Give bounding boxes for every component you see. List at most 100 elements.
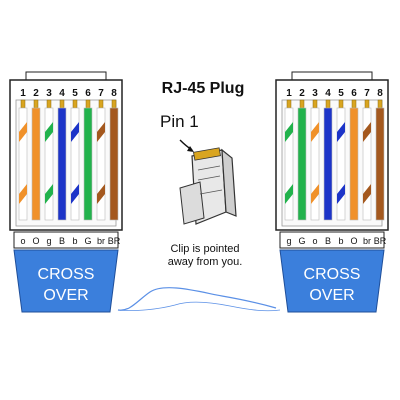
pin-contact xyxy=(46,99,52,109)
wire xyxy=(109,107,119,221)
color-code: BR xyxy=(108,236,121,246)
wire xyxy=(57,107,67,221)
plug-detail-lines xyxy=(197,165,223,195)
plug-contacts xyxy=(193,147,221,161)
wire-stripe xyxy=(97,122,105,142)
color-code: b xyxy=(338,236,343,246)
wire-stripe xyxy=(285,184,293,204)
pin-contact xyxy=(364,99,370,109)
color-code: b xyxy=(72,236,77,246)
wire xyxy=(336,107,346,221)
pin-number: 3 xyxy=(46,88,52,99)
pin-number: 2 xyxy=(33,88,39,99)
pin-contact xyxy=(98,99,104,109)
pin-number: 8 xyxy=(111,88,117,99)
color-code: g xyxy=(46,236,51,246)
wire xyxy=(44,107,54,221)
color-code-strip xyxy=(13,231,119,249)
color-code: o xyxy=(312,236,317,246)
cable-tail xyxy=(117,301,281,312)
pin-number: 4 xyxy=(325,88,331,99)
plug-title: RJ-45 Plug xyxy=(161,80,245,97)
boot-label-line-2: OVER xyxy=(43,287,88,304)
color-code: B xyxy=(59,236,65,246)
wire xyxy=(323,107,333,221)
wire-stripe xyxy=(337,122,345,142)
pin-1-arrowhead xyxy=(187,146,194,152)
pin-number: 7 xyxy=(364,88,370,99)
color-code: g xyxy=(286,236,291,246)
pin-contact xyxy=(20,99,26,109)
wire-stripe xyxy=(311,122,319,142)
color-code: G xyxy=(298,236,305,246)
wire xyxy=(96,107,106,221)
pin-contact xyxy=(72,99,78,109)
wire-stripe xyxy=(45,184,53,204)
pin-number: 5 xyxy=(72,88,78,99)
color-code: br xyxy=(363,236,371,246)
pin-contact xyxy=(299,99,305,109)
crossover-cable xyxy=(117,287,277,311)
color-code: o xyxy=(20,236,25,246)
pin-contact xyxy=(338,99,344,109)
pin-number: 1 xyxy=(20,88,26,99)
wire-stripe xyxy=(19,122,27,142)
wire xyxy=(31,107,41,221)
pin-contact xyxy=(377,99,383,109)
pin-number: 6 xyxy=(85,88,91,99)
wire-stripe xyxy=(71,184,79,204)
color-code-strip xyxy=(279,231,385,249)
boot-label-line-1: CROSS xyxy=(38,266,95,283)
color-code: G xyxy=(84,236,91,246)
pin-1-label: Pin 1 xyxy=(160,112,199,131)
wire-stripe xyxy=(363,184,371,204)
wire xyxy=(375,107,385,221)
wire xyxy=(18,107,28,221)
pin-number: 7 xyxy=(98,88,104,99)
pin-number: 8 xyxy=(377,88,383,99)
plug-side xyxy=(221,148,237,217)
wire-stripe xyxy=(19,184,27,204)
pin-contact xyxy=(85,99,91,109)
color-code: br xyxy=(97,236,105,246)
connector-tab xyxy=(25,71,107,81)
pin-contact xyxy=(351,99,357,109)
pin-contact xyxy=(33,99,39,109)
pin-number: 2 xyxy=(299,88,305,99)
color-code: O xyxy=(32,236,39,246)
wire xyxy=(362,107,372,221)
wire xyxy=(70,107,80,221)
boot-label-line-1: CROSS xyxy=(304,266,361,283)
pin-contact xyxy=(325,99,331,109)
color-code: B xyxy=(325,236,331,246)
wire-stripe xyxy=(285,122,293,142)
pin-contact xyxy=(111,99,117,109)
wire-stripe xyxy=(337,184,345,204)
wire xyxy=(310,107,320,221)
plug-clip xyxy=(179,181,205,225)
wire xyxy=(83,107,93,221)
clip-note-line-2: away from you. xyxy=(167,256,243,268)
pin-number: 1 xyxy=(286,88,292,99)
pin-contact xyxy=(59,99,65,109)
pin-contact xyxy=(286,99,292,109)
wire-stripe xyxy=(363,122,371,142)
pin-number: 3 xyxy=(312,88,318,99)
clip-note: Clip is pointed away from you. xyxy=(150,243,260,269)
boot-label-line-2: OVER xyxy=(309,287,354,304)
wire xyxy=(284,107,294,221)
connector-tab xyxy=(291,71,373,81)
wire-stripe xyxy=(45,122,53,142)
boot xyxy=(279,249,385,313)
wire-stripe xyxy=(71,122,79,142)
rj45-plug-icon xyxy=(179,139,237,225)
color-code: BR xyxy=(374,236,387,246)
pin-number: 6 xyxy=(351,88,357,99)
pin-number: 4 xyxy=(59,88,65,99)
pin-contact xyxy=(312,99,318,109)
wire xyxy=(297,107,307,221)
color-code: O xyxy=(350,236,357,246)
